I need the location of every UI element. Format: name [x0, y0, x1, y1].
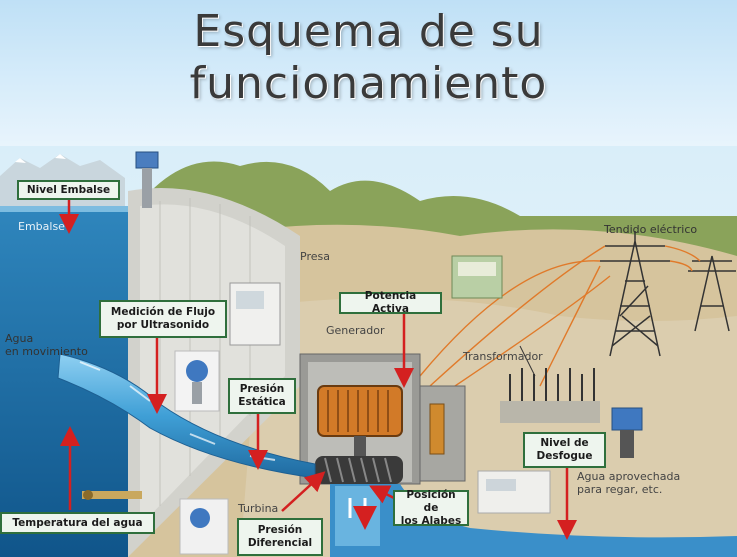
title-line-1: Esquema de su [193, 6, 544, 57]
transmission-towers [600, 231, 736, 357]
label-agua-movimiento: Agua en movimiento [5, 332, 88, 358]
turbine [315, 456, 403, 484]
title-line-2: funcionamiento [189, 58, 548, 109]
label-agua-aprovechada: Agua aprovechada para regar, etc. [577, 470, 681, 496]
tailrace [330, 484, 737, 557]
title-banner: Esquema de su funcionamiento [0, 0, 737, 146]
label-presion-estatica: Presión Estática [228, 378, 296, 414]
level-sensor-device [135, 151, 159, 208]
label-embalse: Embalse [18, 220, 65, 233]
power-meter-device [451, 255, 503, 299]
power-lines [419, 245, 701, 397]
position-sensor-device [477, 470, 551, 514]
label-presa: Presa [300, 250, 330, 263]
transformer-yard [500, 345, 600, 423]
label-posicion-alabes: Posición de los Alabes [393, 489, 469, 527]
label-nivel-desfogue: Nivel de Desfogue [523, 432, 606, 468]
label-tendido-electrico: Tendido eléctrico [604, 223, 698, 236]
generator [317, 385, 403, 437]
level-transmitter-device [611, 407, 643, 458]
temperature-probe-device [82, 490, 142, 500]
label-medicion-flujo: Medición de Flujo por Ultrasonido [99, 300, 227, 338]
label-temperatura-agua: Temperatura del agua [0, 512, 155, 534]
label-potencia-activa: Potencia Activa [339, 290, 442, 315]
pressure-transmitter-device [174, 350, 220, 412]
differential-pressure-device [179, 498, 229, 555]
label-presion-diferencial: Presión Diferencial [237, 518, 323, 556]
label-generador: Generador [326, 324, 385, 337]
hydroelectric-plant-diagram [0, 146, 737, 557]
label-nivel-embalse: Nivel Embalse [17, 180, 120, 200]
flow-meter-device [229, 282, 281, 346]
label-turbina: Turbina [238, 502, 279, 515]
powerhouse [299, 353, 466, 485]
label-transformador: Transformador [463, 350, 543, 363]
